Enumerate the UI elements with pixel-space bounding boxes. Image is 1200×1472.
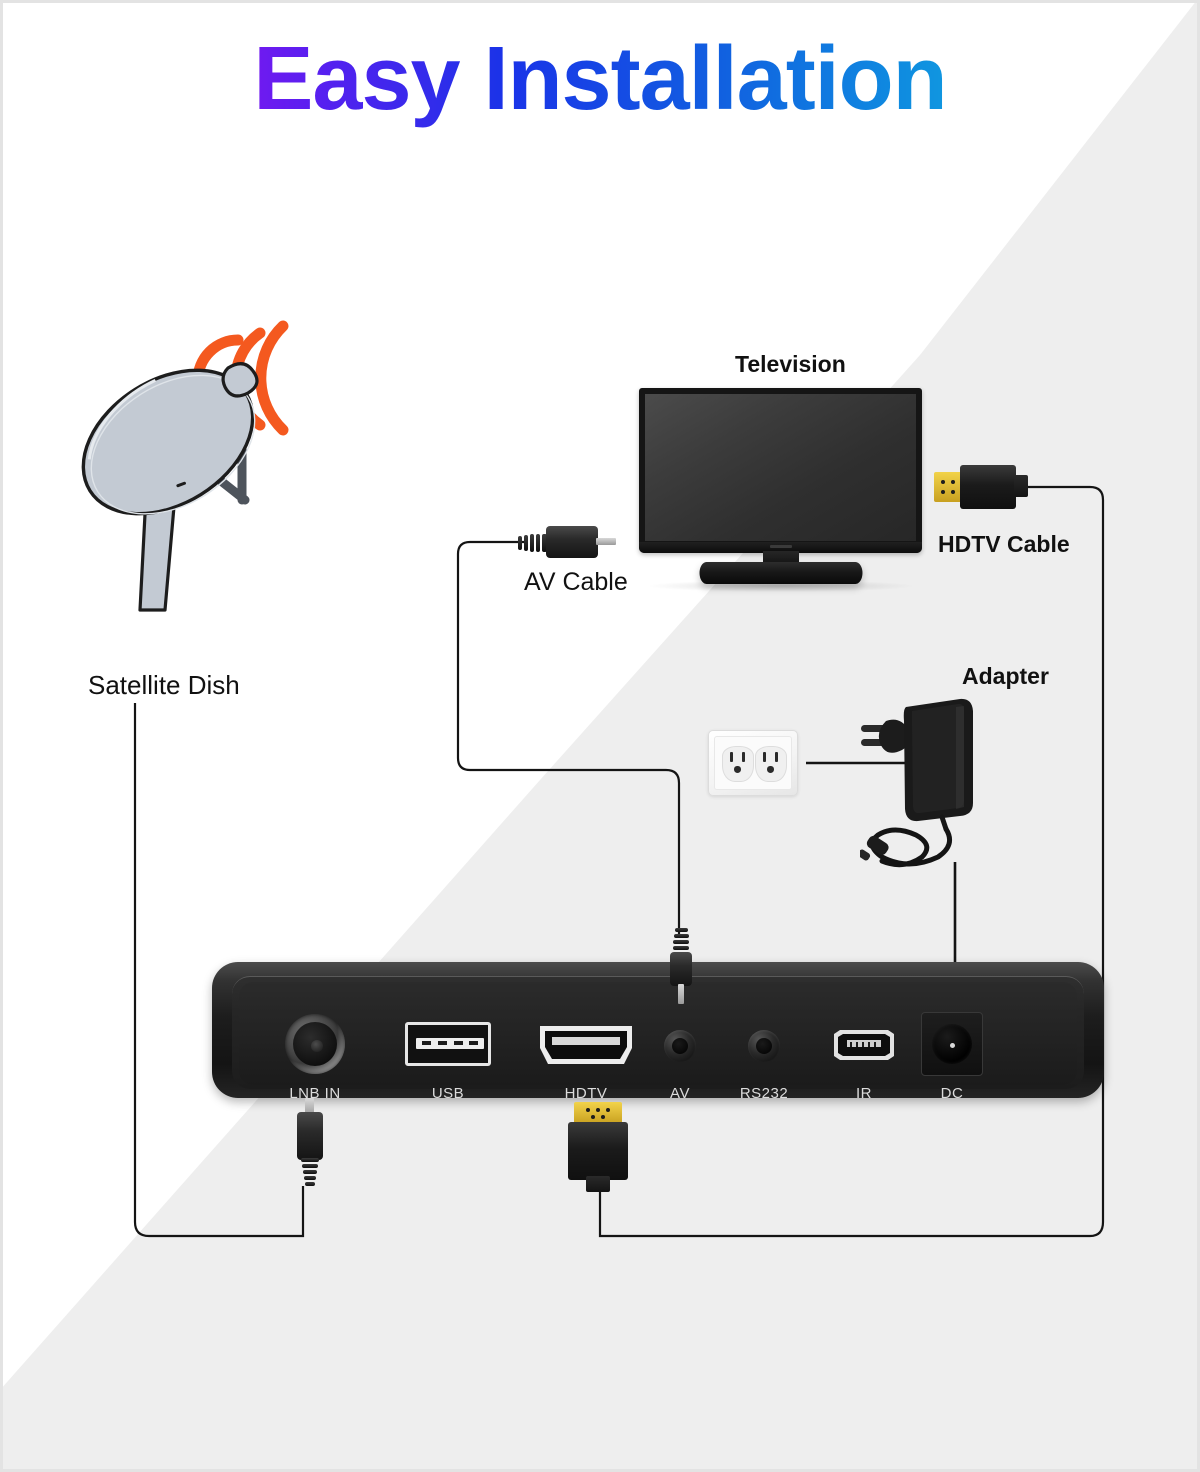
television <box>639 388 922 592</box>
satellite-dish-label: Satellite Dish <box>88 670 240 700</box>
port-av[interactable] <box>664 1030 696 1062</box>
television-label: Television <box>735 351 846 377</box>
frame-bottom-border <box>0 1469 1200 1472</box>
wall-outlet-socket-right <box>755 746 787 782</box>
lnb-plug-strain-relief <box>301 1158 319 1188</box>
av-plug-body <box>670 952 692 986</box>
port-label-hdtv: HDTV <box>564 1085 608 1102</box>
page-title: Easy Installation <box>0 28 1200 131</box>
port-label-usb: USB <box>431 1085 465 1102</box>
port-label-dc: DC <box>940 1085 964 1102</box>
av-strain-relief <box>518 534 552 552</box>
hdtv-cable-connector-bottom <box>568 1102 632 1196</box>
port-lnb-in[interactable] <box>285 1014 345 1074</box>
hdtv-cable-label: HDTV Cable <box>938 531 1070 557</box>
av-plug-tip <box>678 984 684 1004</box>
frame-right-border <box>1197 0 1200 1472</box>
tv-brand-logo <box>769 545 792 548</box>
satellite-dish <box>70 320 360 670</box>
hdmi-plug-body <box>568 1122 628 1180</box>
port-rs232[interactable] <box>748 1030 780 1062</box>
port-label-rs232: RS232 <box>739 1085 789 1102</box>
hdtv-cable-connector-top <box>934 464 1030 510</box>
power-adapter <box>857 695 1000 870</box>
tv-stand-base <box>699 562 862 584</box>
port-label-lnb-in: LNB IN <box>289 1085 341 1102</box>
port-usb[interactable] <box>405 1022 491 1066</box>
frame-top-border <box>0 0 1200 3</box>
adapter-cable <box>869 826 953 868</box>
satellite-dish-graphic <box>81 320 289 612</box>
hdmi-cable-tail <box>1014 475 1028 497</box>
adapter-dc-plug <box>857 835 889 861</box>
lnb-plug-body <box>297 1112 323 1160</box>
av-cable-connector <box>518 524 618 560</box>
port-ir[interactable] <box>834 1030 894 1060</box>
hdmi-plug-gold-contacts <box>574 1102 622 1124</box>
tv-drop-shadow <box>645 580 916 592</box>
wall-outlet <box>708 730 798 796</box>
lnb-plug <box>295 1098 325 1190</box>
frame-left-border <box>0 0 3 1472</box>
port-dc[interactable] <box>921 1012 983 1076</box>
av-connector-tip <box>596 538 616 545</box>
hdmi-plug-tail <box>586 1176 610 1192</box>
tv-screen <box>645 394 916 541</box>
port-label-ir: IR <box>856 1085 872 1102</box>
lnb-plug-pin <box>305 1098 314 1116</box>
av-plug-strain-relief <box>673 928 689 954</box>
power-adapter-graphic <box>857 698 973 868</box>
hdmi-connector-body <box>960 465 1016 509</box>
port-label-av: AV <box>670 1085 690 1102</box>
av-connector-body <box>546 526 598 558</box>
adapter-prongs-icon <box>861 719 911 753</box>
adapter-label: Adapter <box>962 663 1049 689</box>
wall-outlet-socket-left <box>722 746 754 782</box>
av-cable-label: AV Cable <box>524 568 628 596</box>
hdmi-gold-contacts <box>934 472 962 502</box>
port-hdtv[interactable] <box>540 1026 632 1064</box>
av-plug-into-box <box>668 928 694 1004</box>
